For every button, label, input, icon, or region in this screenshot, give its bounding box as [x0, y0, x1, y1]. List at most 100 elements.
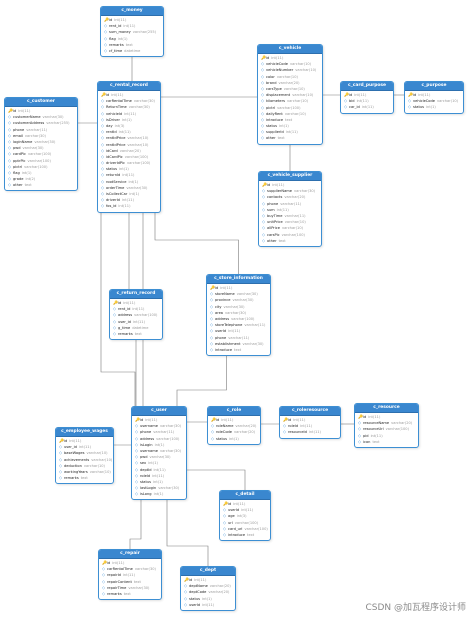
column-name: grade — [13, 177, 24, 182]
column-type: varchar(10) — [286, 99, 309, 104]
column-icon: ◇ — [261, 110, 265, 116]
column-type: int(1) — [128, 179, 139, 184]
column-name: g_time — [118, 325, 131, 330]
column-icon: ◇ — [210, 297, 214, 303]
column-name: kilometers — [266, 99, 285, 104]
column-name: id — [266, 56, 270, 60]
column-type: datetime — [132, 325, 149, 330]
column-type: int(3) — [236, 514, 247, 519]
table-title: c_money — [101, 7, 163, 16]
line-rental-store — [154, 213, 239, 274]
primary-key-icon: 🔑 — [102, 560, 107, 565]
column-name: rentId — [106, 130, 117, 135]
column-name: roleId — [288, 424, 299, 429]
column-type: varchar(11) — [153, 430, 175, 435]
column-icon: ◇ — [262, 194, 266, 200]
column-icon: ◇ — [262, 225, 266, 231]
column-type: varchar(11) — [280, 201, 302, 206]
column-name: driverId — [106, 198, 120, 203]
column-type: int(11) — [233, 502, 246, 506]
column-name: username — [140, 424, 158, 429]
column-type: varchar(100) — [281, 232, 305, 237]
column-icon: ◇ — [358, 438, 362, 444]
column-icon: ◇ — [261, 92, 265, 98]
column-type: text — [133, 579, 141, 584]
column-icon: ◇ — [358, 432, 362, 438]
column-name: status — [189, 596, 201, 601]
table-title: c_dept — [181, 567, 235, 576]
column-icon: ◇ — [135, 429, 139, 435]
column-type: int(11) — [228, 329, 241, 334]
column-name: age — [228, 514, 235, 519]
column-icon: ◇ — [211, 429, 215, 435]
column-type: int(1) — [279, 124, 289, 129]
column-type: varchar(20) — [391, 421, 413, 426]
column-name: brand — [266, 80, 277, 85]
column-type: varchar(20) — [119, 148, 141, 153]
column-name: username — [140, 448, 158, 453]
column-type: varchar(30) — [149, 455, 171, 460]
column-type: varchar(11) — [228, 335, 250, 340]
column-name: id — [215, 286, 219, 290]
column-type: text — [277, 136, 285, 141]
column-name: introduce — [215, 347, 233, 352]
table-title: c_vehicle — [258, 45, 322, 54]
primary-key-icon: 🔑 — [184, 577, 189, 582]
column-name: pictrl — [13, 164, 23, 169]
column-icon: ◇ — [101, 203, 105, 209]
column-icon: ◇ — [135, 423, 139, 429]
column-type: int(11) — [285, 130, 298, 135]
column-icon: ◇ — [113, 306, 117, 312]
column-type: int(1) — [117, 36, 128, 41]
column-icon: ◇ — [223, 519, 227, 525]
column-name: dailyRent — [266, 111, 283, 116]
column-name: id — [64, 439, 68, 443]
column-name: remarks — [118, 331, 133, 336]
column-type: varchar(100) — [124, 154, 149, 159]
primary-key-icon: 🔑 — [101, 92, 106, 97]
column-type: int(11) — [118, 204, 131, 209]
column-icon: ◇ — [104, 35, 108, 41]
column-name: user_id — [118, 319, 131, 324]
column-name: carRentalTime — [107, 567, 133, 572]
column-icon: ◇ — [210, 315, 214, 321]
column-name: flag — [13, 170, 20, 175]
column-type: int(11) — [368, 415, 381, 419]
column-name: id — [107, 561, 111, 565]
column-name: remarks — [64, 476, 79, 481]
column-type: text — [285, 117, 293, 122]
column-type: varchar(30) — [158, 486, 180, 491]
column-name: resourceName — [363, 421, 390, 426]
